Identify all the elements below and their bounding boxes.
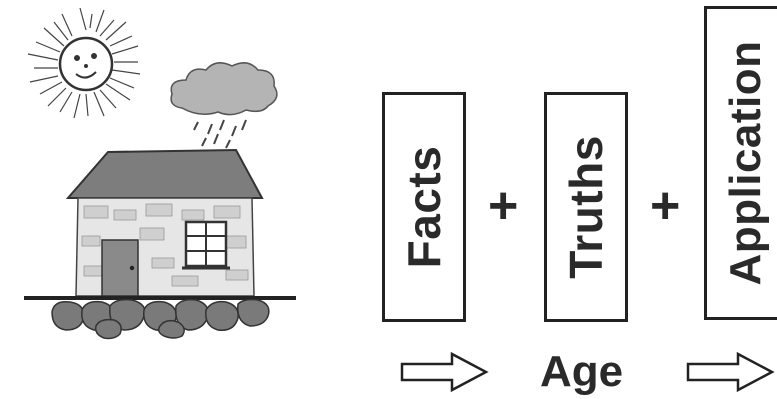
facts-box: Facts [382, 92, 466, 322]
sun-icon [28, 8, 140, 118]
truths-label: Truths [559, 135, 613, 279]
outline-arrow-icon [686, 352, 776, 392]
plus-operator: + [488, 180, 518, 232]
application-label: Application [721, 40, 771, 285]
application-box: Application [704, 6, 777, 320]
facts-label: Facts [397, 146, 451, 269]
plus-operator: + [650, 180, 680, 232]
rain-cloud-icon [171, 63, 277, 148]
age-label: Age [540, 350, 623, 394]
truths-box: Truths [544, 92, 628, 322]
outline-arrow-icon [400, 352, 490, 392]
